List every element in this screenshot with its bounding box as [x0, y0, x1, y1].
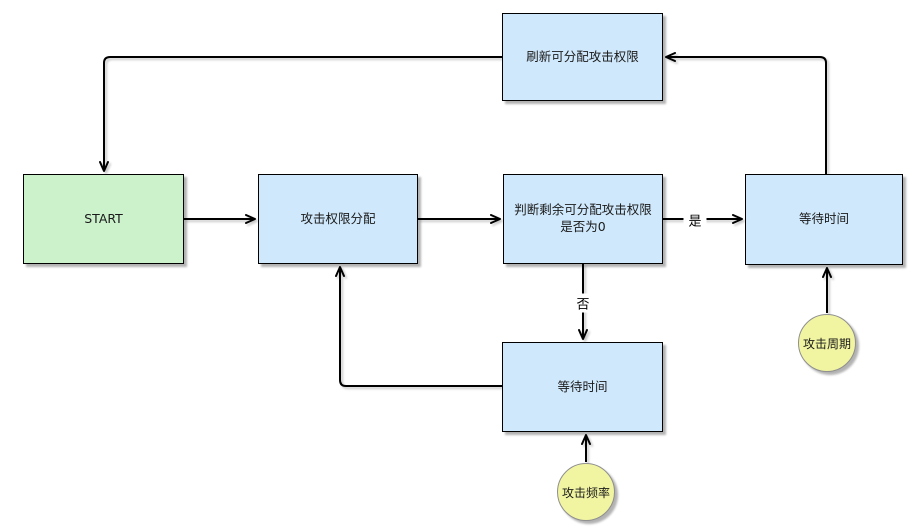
node-refresh-permissions[interactable]: 刷新可分配攻击权限	[502, 13, 663, 101]
node-refresh-permissions-label: 刷新可分配攻击权限	[526, 48, 639, 64]
node-wait-time-bottom[interactable]: 等待时间	[502, 342, 663, 432]
node-attack-frequency-label: 攻击频率	[561, 485, 610, 500]
node-decision-remaining-zero[interactable]: 判断剩余可分配攻击权限是否为0	[503, 174, 663, 264]
edge-label-no: 否	[571, 293, 595, 313]
edge-wait-bottom-to-allocate	[335, 266, 502, 387]
node-attack-cycle[interactable]: 攻击周期	[798, 314, 856, 372]
node-wait-time-right-label: 等待时间	[798, 211, 849, 227]
node-attack-cycle-label: 攻击周期	[802, 336, 851, 351]
node-start[interactable]: START	[23, 174, 184, 264]
node-attack-frequency[interactable]: 攻击频率	[557, 463, 615, 521]
node-decision-remaining-zero-label: 判断剩余可分配攻击权限是否为0	[514, 202, 652, 234]
edge-wait-right-to-refresh	[665, 52, 827, 174]
edge-label-yes: 是	[683, 210, 707, 230]
node-start-label: START	[84, 210, 123, 226]
edge-refresh-to-start	[99, 56, 502, 172]
node-allocate-permissions-label: 攻击权限分配	[300, 210, 376, 226]
node-wait-time-bottom-label: 等待时间	[557, 378, 608, 394]
node-wait-time-right[interactable]: 等待时间	[745, 174, 903, 265]
node-allocate-permissions[interactable]: 攻击权限分配	[258, 174, 418, 264]
